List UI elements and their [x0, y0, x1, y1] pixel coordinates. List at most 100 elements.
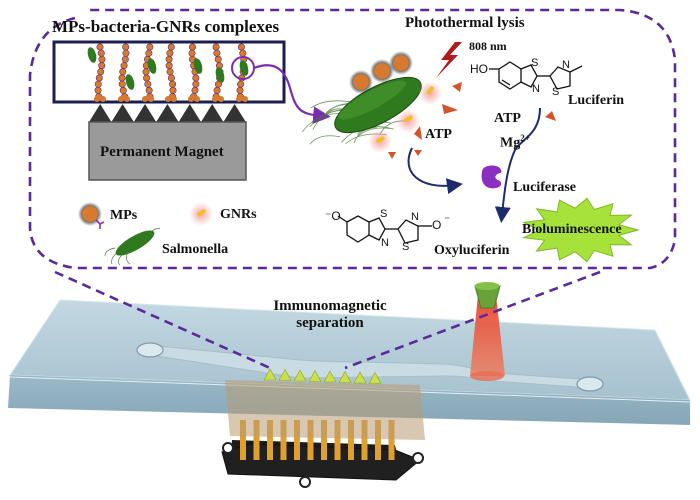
magnetic-particle	[167, 50, 173, 56]
magnetic-particle	[165, 96, 171, 102]
oxyluciferin-charge: ⁻	[444, 214, 450, 226]
magnetic-particle	[118, 96, 124, 102]
magnetic-particle	[146, 50, 152, 56]
magnet-label: Permanent Magnet	[100, 145, 224, 160]
oxyluciferin-o-atom: ⁻O	[325, 210, 341, 222]
magnet-tooth	[201, 104, 223, 122]
oxyluciferin-label: Oxyluciferin	[434, 244, 509, 258]
complexes-box	[54, 42, 322, 116]
magnetic-particle	[98, 50, 104, 56]
reaction-mg-label: Mg2+	[500, 134, 530, 151]
magnetic-particle	[100, 96, 106, 102]
complexes-title: MPs-bacteria-GNRs complexes	[52, 18, 279, 35]
magnetic-particle	[353, 74, 369, 90]
bioluminescence-label: Bioluminescence	[522, 223, 622, 237]
magnetic-particle	[99, 62, 105, 68]
magnetic-particle	[374, 63, 390, 79]
magnet-tooth	[223, 104, 245, 122]
magnetic-particle	[237, 81, 243, 87]
magnetic-particle	[214, 50, 220, 56]
magnetic-particle	[166, 62, 172, 68]
legend-gnrs-label: GNRs	[220, 208, 257, 222]
magnetic-particle	[236, 96, 242, 102]
legend-salmonella-label: Salmonella	[162, 243, 228, 257]
luciferin-label: Luciferin	[568, 94, 624, 108]
magnetic-particle	[99, 56, 105, 62]
legend-mps-label: MPs	[110, 209, 137, 223]
magnetic-particle	[218, 96, 224, 102]
magnetic-particle	[146, 87, 152, 93]
magnetic-particle	[167, 69, 173, 75]
outlet-well	[577, 377, 603, 391]
luciferin-ho-atom: HO	[470, 63, 488, 75]
magnetic-particle	[238, 44, 244, 50]
luciferin-s-atom: S	[531, 58, 538, 69]
magnetic-particle	[121, 62, 127, 68]
luciferin-n-atom: N	[562, 60, 570, 71]
magnetic-particle	[120, 69, 126, 75]
magnetic-particle	[192, 87, 198, 93]
magnetic-particle	[122, 44, 128, 50]
magnetic-particle	[97, 44, 103, 50]
magnetic-particle	[169, 81, 175, 87]
magnetic-particle	[193, 75, 199, 81]
magnetic-particle	[214, 87, 220, 93]
magnetic-particle	[393, 55, 409, 71]
luciferin-s-atom: S	[552, 87, 559, 98]
luciferase-enzyme-icon	[482, 165, 502, 188]
atp-release-label: ATP	[425, 128, 452, 142]
magnetic-particle	[166, 56, 172, 62]
separation-label: Immunomagnetic separation	[255, 298, 405, 331]
magnetic-particle	[215, 56, 221, 62]
magnetic-particle	[212, 96, 218, 102]
magnetic-particle	[96, 75, 102, 81]
magnetic-particle	[119, 75, 125, 81]
inlet-well	[137, 343, 163, 357]
magnetic-particle	[145, 81, 151, 87]
magnetic-particle	[97, 69, 103, 75]
magnetic-particle	[142, 96, 148, 102]
magnetic-particle	[242, 96, 248, 102]
magnetic-particle	[95, 81, 101, 87]
magnetic-particle	[94, 96, 100, 102]
mp-legend-icon	[82, 206, 98, 222]
oxyluciferin-n-atom: N	[411, 212, 419, 223]
magnetic-particle	[148, 96, 154, 102]
lysis-title: Photothermal lysis	[405, 16, 525, 31]
permanent-magnet	[89, 104, 246, 180]
oxyluciferin-s-atom: S	[402, 242, 409, 253]
magnetic-particle	[168, 75, 174, 81]
magnet-tooth	[111, 104, 133, 122]
magnetic-particle	[95, 87, 101, 93]
luciferin-n-atom: N	[532, 84, 540, 95]
magnet-tooth	[156, 104, 178, 122]
salmonella-legend-icon	[112, 226, 157, 260]
magnetic-particle	[143, 69, 149, 75]
oxyluciferin-o-atom: O	[432, 219, 441, 231]
magnetic-particle	[213, 44, 219, 50]
wavelength-label: 808 nm	[469, 40, 507, 52]
magnetic-particle	[168, 44, 174, 50]
atp-transfer-arrow	[409, 148, 455, 186]
magnetic-particle	[143, 75, 149, 81]
magnet-tooth	[134, 104, 156, 122]
magnetic-particle	[119, 81, 125, 87]
magnet-tooth	[179, 104, 201, 122]
magnetic-particle	[147, 44, 153, 50]
magnetic-particle	[122, 56, 128, 62]
magnetic-particle	[189, 44, 195, 50]
magnetic-particle	[124, 96, 130, 102]
flagellum	[310, 136, 340, 145]
magnetic-particle	[171, 96, 177, 102]
magnetic-particle	[194, 96, 200, 102]
magnetic-particle	[188, 96, 194, 102]
magnetic-particle	[120, 87, 126, 93]
magnetic-particle	[240, 50, 246, 56]
magnetic-particle	[123, 50, 129, 56]
magnetic-particle	[193, 81, 199, 87]
luciferase-label: Luciferase	[513, 181, 576, 195]
magnet-tooth	[89, 104, 111, 122]
magnetic-particle	[170, 87, 176, 93]
oxyluciferin-s-atom: S	[380, 209, 387, 220]
